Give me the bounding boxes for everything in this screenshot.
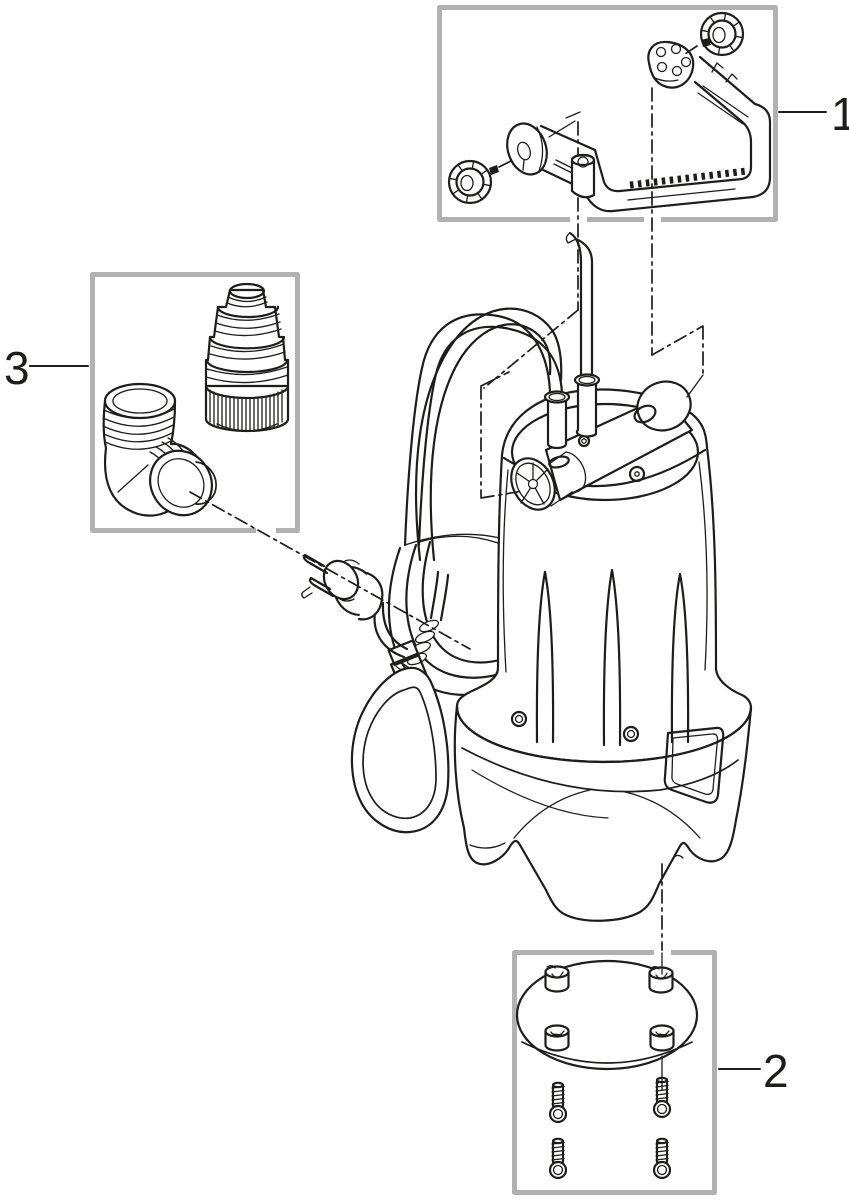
callout-3: 3 (4, 342, 89, 394)
callout-label-2: 2 (763, 1045, 789, 1097)
base-window (663, 726, 725, 804)
float-switch (350, 619, 450, 834)
star-knob-right (699, 11, 745, 57)
power-plug (301, 553, 409, 659)
float-body (350, 666, 450, 834)
plug-pins (301, 553, 335, 599)
callout-2: 2 (718, 1045, 789, 1097)
discharge-port (510, 451, 587, 511)
callout-box-2 (512, 947, 717, 1195)
bracket-left-disc (506, 122, 548, 176)
elbow-outlet (149, 437, 217, 517)
pump-dome-top (510, 402, 700, 502)
base-plate (515, 959, 699, 1071)
stepped-hose-adapter (204, 282, 290, 433)
handle-mount-bar (544, 374, 704, 502)
elbow-fitting (102, 382, 217, 517)
housing-ribs (535, 568, 690, 747)
bracket-clamp (570, 153, 596, 199)
callout-1: 1 (778, 88, 849, 140)
plate-boss (544, 965, 675, 1052)
pump-assembly (301, 231, 753, 922)
callout-box-1 (437, 5, 778, 225)
star-knob-left (447, 159, 499, 205)
callout-label-1: 1 (831, 88, 849, 140)
alignment-lines (189, 45, 704, 1091)
callout-label-3: 3 (4, 342, 30, 394)
bracket-plate (647, 40, 695, 89)
cable-posts (543, 373, 601, 450)
callout-box-3 (90, 272, 300, 536)
base-screws (548, 1076, 672, 1180)
adapter-knurled-nut (204, 384, 290, 433)
base-housing (453, 704, 753, 922)
handle-bracket (447, 11, 772, 213)
